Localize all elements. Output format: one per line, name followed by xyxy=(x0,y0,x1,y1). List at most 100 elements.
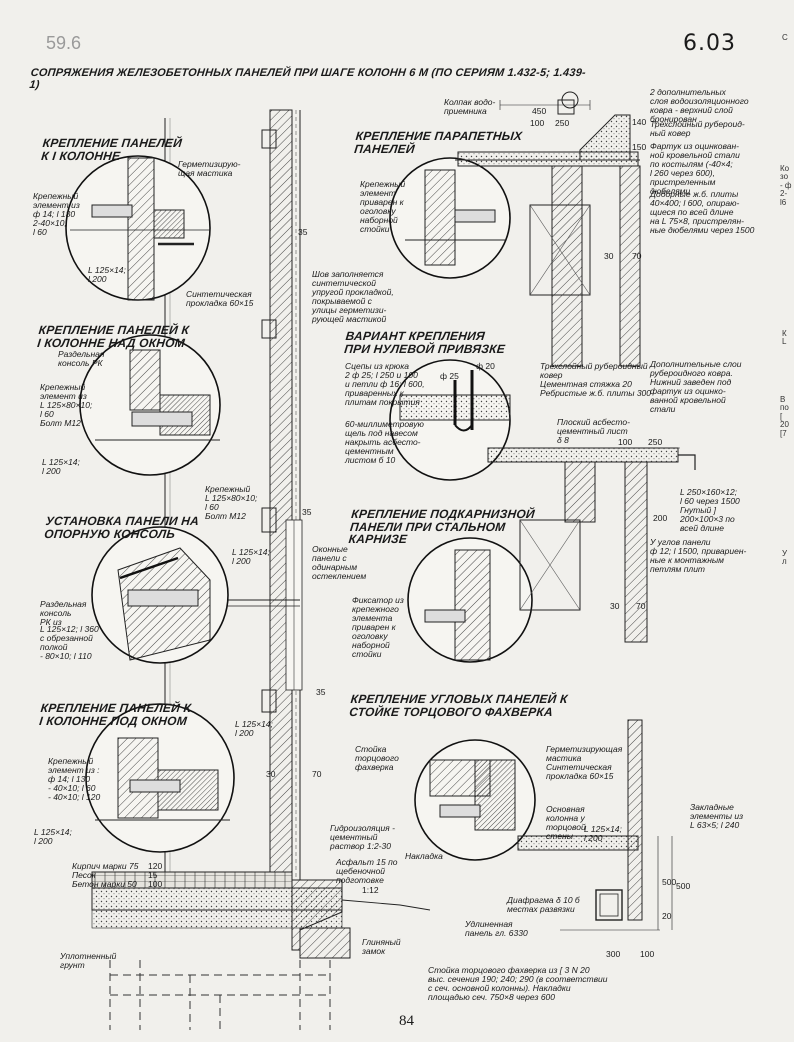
label-seam: Шов заполняется синтетической упругой пр… xyxy=(312,269,394,324)
dim-100: 100 xyxy=(530,118,545,128)
dim-100b: 100 xyxy=(618,437,633,447)
label-hermetic-b: Герметизирующая мастика Синтетическая пр… xyxy=(546,744,623,781)
edge-text-1: Ко зо - ф 2- l6 xyxy=(780,164,792,207)
dim-30b: 30 xyxy=(610,601,620,611)
dim-20b: 20 xyxy=(662,911,672,921)
dim-500b: 500 xyxy=(676,881,691,891)
detail-circle-7 xyxy=(407,537,533,663)
label-angle-d: L 125×14; l 200 xyxy=(235,719,273,738)
label-asbestos: Плоский асбесто- цементный лист δ 8 xyxy=(557,417,630,445)
label-rack: Стойка торцового фахверка xyxy=(355,744,399,772)
dim-250b: 250 xyxy=(648,437,663,447)
label-angle-b: L 125×14; l 200 xyxy=(42,457,80,476)
label-slope: 1:12 xyxy=(362,885,379,895)
dim-450: 450 xyxy=(532,106,547,116)
faint-stamp: 59.6 xyxy=(46,33,82,53)
label-rack-note: Стойка торцового фахверка из [ 3 N 20 вы… xyxy=(428,965,608,1002)
heading-console: УСТАНОВКА ПАНЕЛИ НА ОПОРНУЮ КОНСОЛЬ xyxy=(43,514,200,541)
page-title: СОПРЯЖЕНИЯ ЖЕЛЕЗОБЕТОННЫХ ПАНЕЛЕЙ ПРИ ША… xyxy=(28,67,587,91)
label-extra-layers: Дополнительные слои рубероидного ковра. … xyxy=(650,359,742,414)
label-angle-250: L 250×160×12; l 60 через 1500 Гнутый ] 2… xyxy=(680,487,740,533)
dim-70c: 70 xyxy=(312,769,322,779)
detail-circle-6 xyxy=(389,359,511,481)
label-angle-c: L 125×14; l 200 xyxy=(232,547,270,566)
label-main-column: Основная колонна у торцовой стены xyxy=(546,804,586,841)
dim-35a: 35 xyxy=(298,227,308,237)
label-compact-soil: Уплотненный грунт xyxy=(60,951,117,970)
page-number: 84 xyxy=(399,1013,414,1029)
dim-35c: 35 xyxy=(316,687,326,697)
detail-circle-2 xyxy=(79,334,221,476)
dim-70b: 70 xyxy=(636,601,646,611)
detail-circle-3 xyxy=(91,526,229,664)
label-panel-corner: У углов панели ф 12; l 1500, привариен- … xyxy=(650,537,747,574)
label-synth-pad: Синтетическая прокладка 60×15 xyxy=(186,289,254,308)
heading-below-window: КРЕПЛЕНИЕ ПАНЕЛЕЙ К I КОЛОННЕ ПОД ОКНОМ xyxy=(38,701,192,728)
fachwerk-plan xyxy=(517,719,673,931)
label-overlay: Накладка xyxy=(405,851,443,861)
label-parapet-fastener: Крепежный элемент приварен к оголовку на… xyxy=(360,179,406,234)
label-long-panel: Удлиненная панель гл. 6330 xyxy=(465,919,528,938)
label-fastener-angle: Крепежный L 125×80×10; l 60 Болт М12 xyxy=(205,484,258,521)
dim-35b: 35 xyxy=(302,507,312,517)
label-fixator: Фиксатор из крепежного элемента приварен… xyxy=(352,595,404,659)
label-rubberoid-b: Трехслойный рубероидный ковер Цементная … xyxy=(540,361,652,398)
label-fastener-2: Крепежный элемент из L 125×80×10; l 60 Б… xyxy=(40,382,93,428)
heading-eaves: КРЕПЛЕНИЕ ПОДКАРНИЗНОЙ ПАНЕЛИ ПРИ СТАЛЬН… xyxy=(347,507,536,547)
detail-circle-1 xyxy=(65,155,211,301)
label-windows: Оконные панели с одинарным остеклением xyxy=(312,544,367,581)
edge-text-2: К L xyxy=(782,329,787,347)
parapet-section xyxy=(455,91,641,367)
edge-text-3: В по [ 20 [7 xyxy=(780,395,789,438)
label-clay-lock: Глиняный замок xyxy=(362,937,401,956)
label-brick-dims: 120 15 100 xyxy=(148,861,163,889)
heading-parapet: КРЕПЛЕНИЕ ПАРАПЕТНЫХ ПАНЕЛЕЙ xyxy=(353,129,523,156)
detail-circle-8 xyxy=(414,739,536,861)
dim-20: ф 20 xyxy=(476,361,495,371)
eaves-section xyxy=(487,447,696,643)
dim-140: 140 xyxy=(632,117,647,127)
dim-200: 200 xyxy=(653,513,668,523)
label-console-pk: Раздельная консоль РК xyxy=(58,349,105,368)
sheet-code: 6.03 xyxy=(683,31,736,56)
label-hermetic: Герметизирую- щая мастика xyxy=(178,159,241,178)
heading-zero-offset: ВАРИАНТ КРЕПЛЕНИЯ ПРИ НУЛЕВОЙ ПРИВЯЗКЕ xyxy=(343,329,506,356)
label-gap-60: 60-миллиметровую щель под навесом накрыт… xyxy=(345,419,424,465)
label-console-pk-long: Раздельная консоль РК из xyxy=(40,599,87,627)
label-embedded: Закладные элементы из L 63×5; l 240 xyxy=(690,802,744,830)
label-brick: Кирпич марки 75 Песок Бетон марки 50 xyxy=(72,861,139,889)
label-rubberoid-top: 2 дополнительных слоя водоизоляционного … xyxy=(650,87,749,124)
label-waterproof: Гидроизоляция - цементный раствор 1:2-30 xyxy=(330,823,395,851)
dim-100c: 100 xyxy=(640,949,655,959)
label-asphalt: Асфальт 15 по щебеночной подготовке xyxy=(336,857,398,885)
label-hooks: Сцепы из крюка 2 ф 25; l 250 и 100 и пет… xyxy=(345,361,425,407)
label-angle-a: L 125×14; l 200 xyxy=(88,265,126,284)
dim-70a: 70 xyxy=(632,251,642,261)
heading-fastening-to-column: КРЕПЛЕНИЕ ПАНЕЛЕЙ К I КОЛОННЕ xyxy=(40,136,183,163)
edge-text-4: У л xyxy=(782,549,788,567)
label-angle-f: L 125×14; l 200 xyxy=(584,824,622,843)
label-rubberoid-3: Трехслойный рубероид- ный ковер xyxy=(650,119,745,138)
label-console-note: L 125×12; l 360 с обрезанной полкой - 80… xyxy=(40,624,99,661)
foundation xyxy=(91,871,431,1030)
label-funnel: Колпак водо- приемника xyxy=(444,97,496,116)
label-slabs: Доборные ж.б. плиты 40×400; l 600, опира… xyxy=(650,189,755,235)
edge-text-top: С xyxy=(782,33,788,42)
dim-30a: 30 xyxy=(604,251,614,261)
dim-500a: 500 xyxy=(662,877,677,887)
detail-circle-4 xyxy=(85,703,235,853)
label-apron: Фартук из оцинкован- ной кровельной стал… xyxy=(650,141,740,196)
dim-300: 300 xyxy=(606,949,621,959)
heading-above-window: КРЕПЛЕНИЕ ПАНЕЛЕЙ К I КОЛОННЕ НАД ОКНОМ xyxy=(36,323,190,350)
label-diaphragm: Диафрагма δ 10 б местах развязки xyxy=(507,895,580,914)
detail-circle-5 xyxy=(389,157,511,279)
label-angle-e: L 125×14; l 200 xyxy=(34,827,72,846)
dim-30c: 30 xyxy=(266,769,276,779)
dim-25: ф 25 xyxy=(440,371,459,381)
label-fastener-1: Крепежный элемент из ф 14; l 130 2-40×10… xyxy=(33,191,80,237)
label-fastener-3: Крепежный элемент из : ф 14; l 130 - 40×… xyxy=(48,756,101,802)
dim-150: 150 xyxy=(632,142,647,152)
heading-corner: КРЕПЛЕНИЕ УГЛОВЫХ ПАНЕЛЕЙ К СТОЙКЕ ТОРЦО… xyxy=(348,692,569,719)
